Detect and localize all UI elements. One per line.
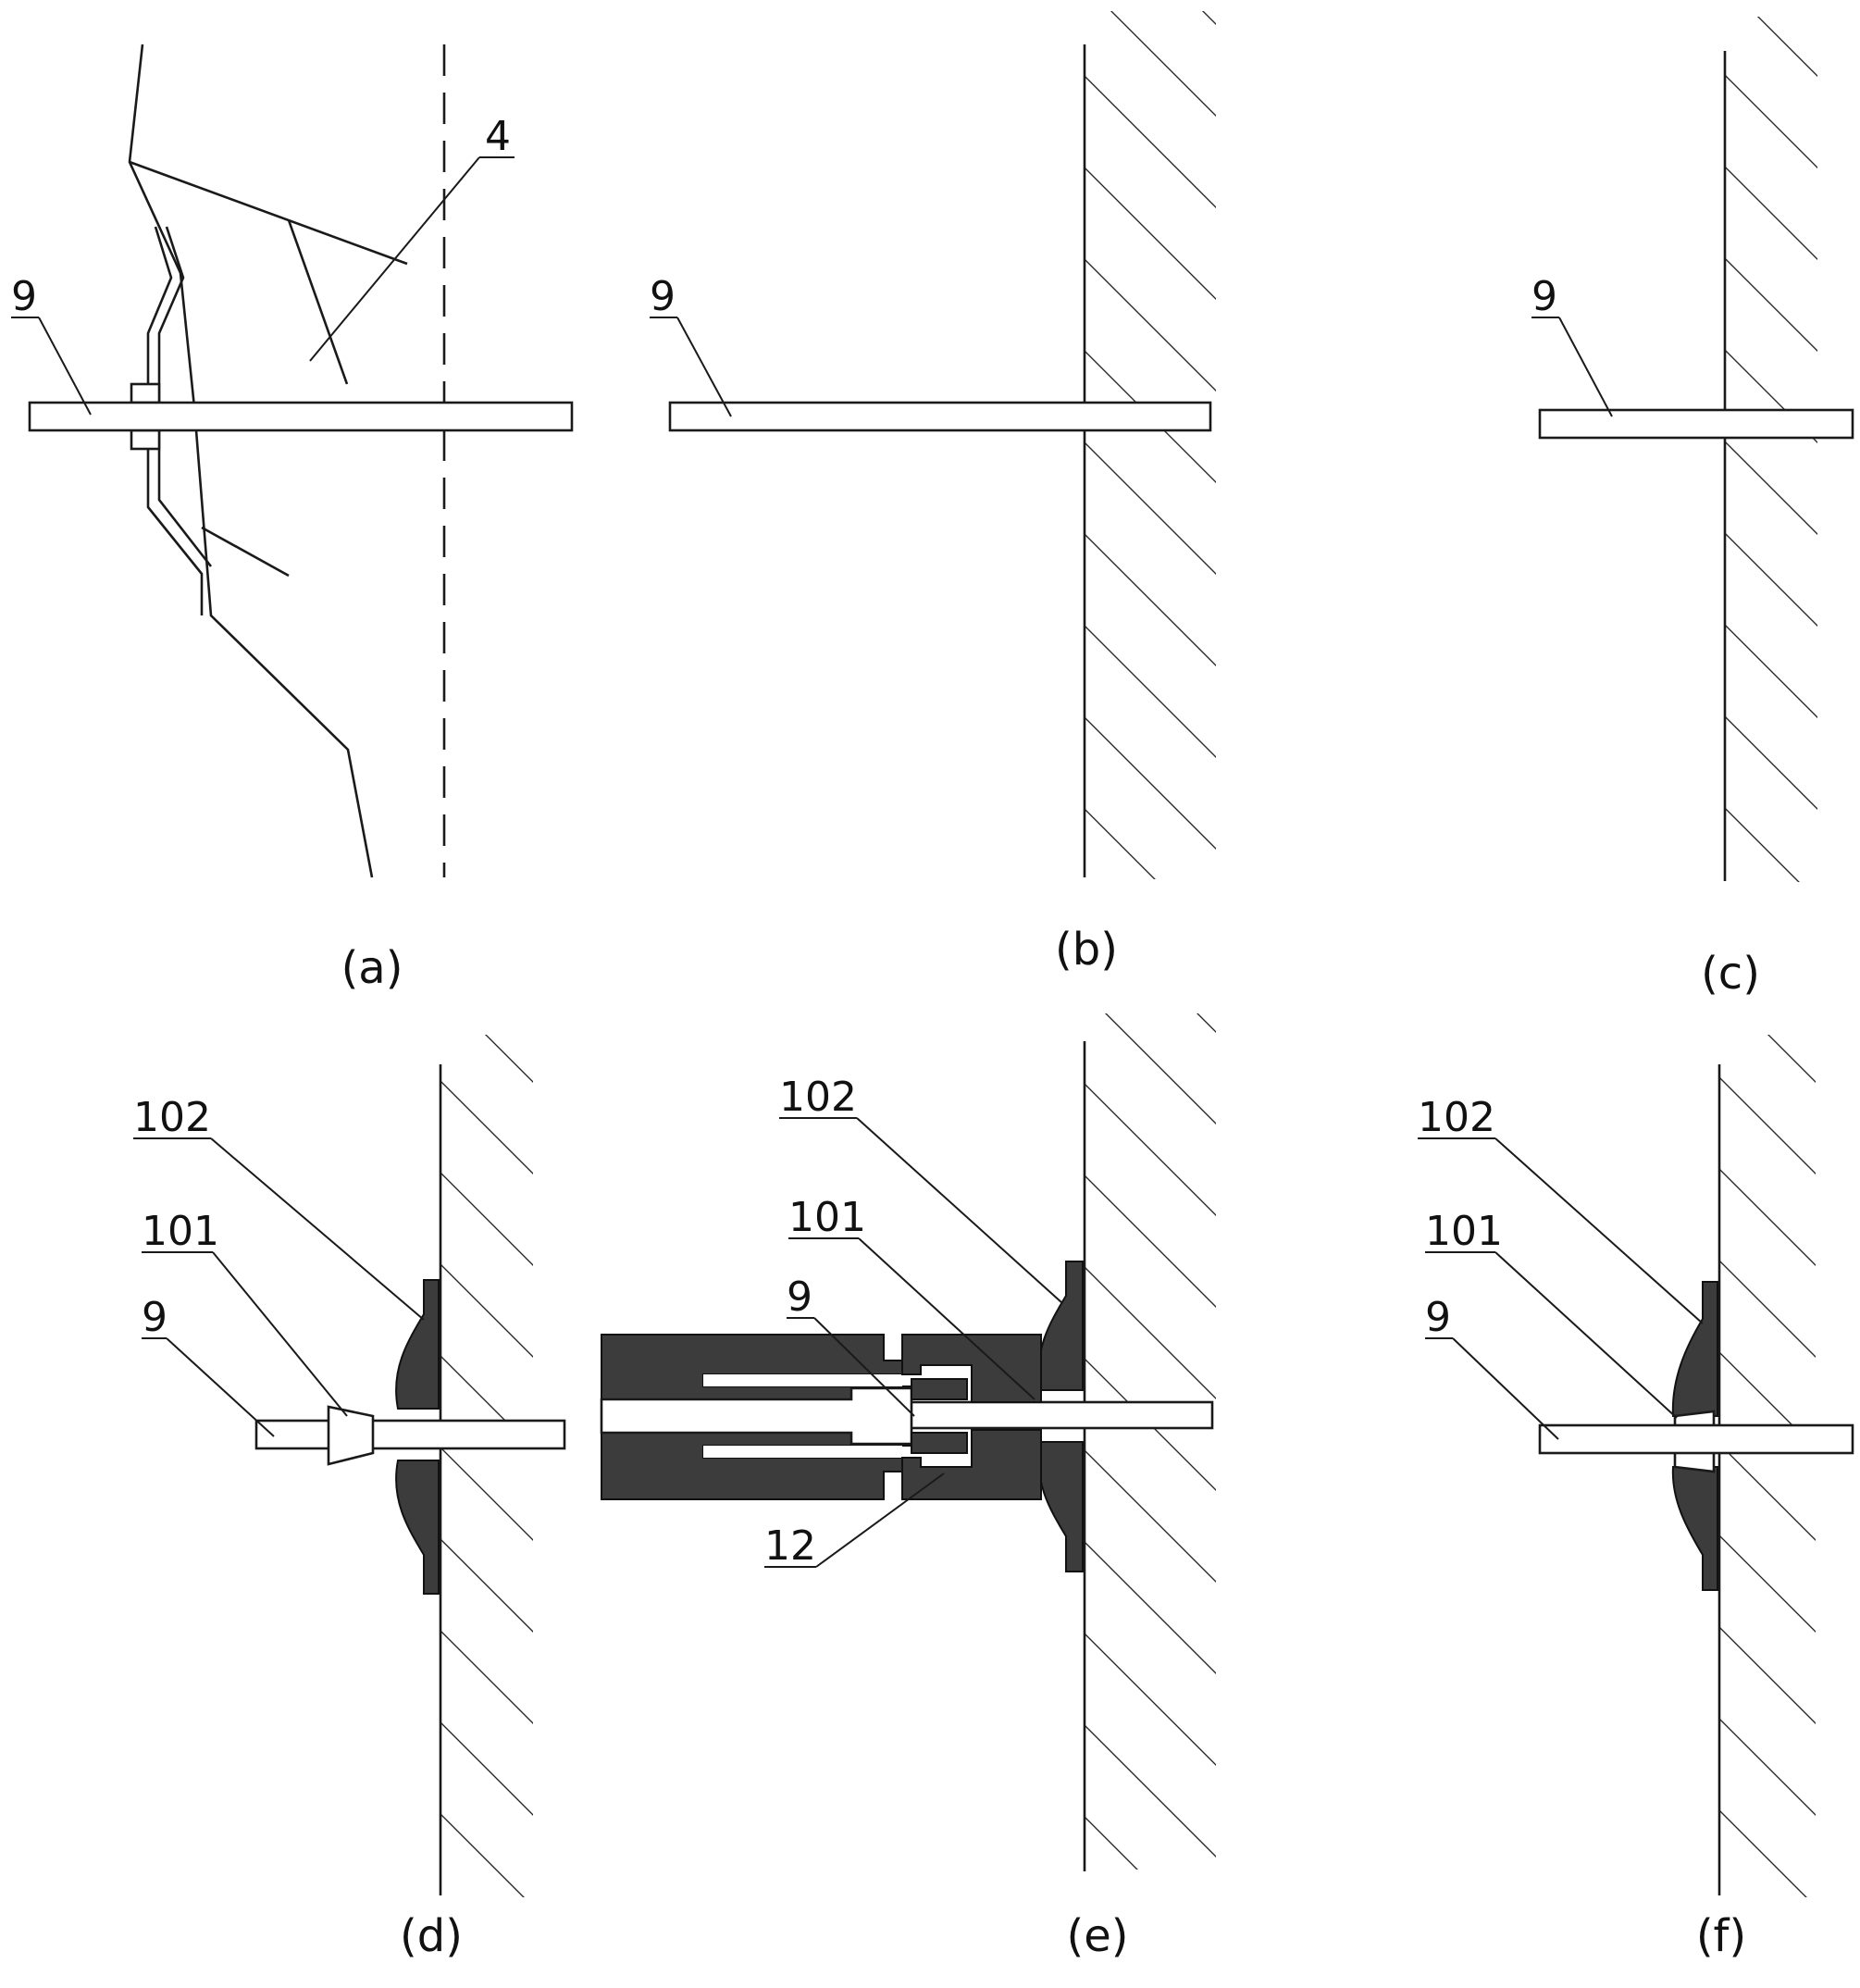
label-9-b: 9 — [650, 273, 676, 320]
label-4-a-leader — [309, 156, 480, 362]
nut-upper-a — [130, 382, 161, 404]
wall-hatch-c — [1725, 17, 1817, 882]
label-9-f: 9 — [1425, 1294, 1451, 1341]
panel-f: 102 101 9 (f) — [1418, 1035, 1854, 1962]
collet-jaw-upper-e — [911, 1378, 968, 1400]
label-9-d-leader — [166, 1337, 275, 1437]
caption-c: (c) — [1701, 948, 1760, 1000]
rod-9-c — [1538, 408, 1854, 440]
interior-line-a — [287, 219, 349, 385]
wall-hatch-f — [1719, 1035, 1816, 1897]
profile-line-a — [128, 43, 374, 878]
label-9-c: 9 — [1531, 273, 1557, 320]
panel-e: 102 101 9 12 (e) — [600, 1013, 1216, 1962]
wall-hatch-b — [1085, 11, 1216, 879]
label-101-d-leader — [212, 1251, 348, 1417]
caption-a: (a) — [341, 942, 403, 994]
washer-102-upper-e — [1037, 1261, 1084, 1391]
washer-102-lower-e — [1037, 1441, 1084, 1572]
label-102-d-leader — [210, 1137, 425, 1321]
plate-stub-a — [201, 526, 290, 578]
label-102-d: 102 — [133, 1094, 211, 1141]
washer-102-upper-d — [395, 1279, 440, 1410]
panel-a: 9 4 (a) — [11, 43, 574, 994]
tool-housing-lower-e — [901, 1429, 1042, 1500]
rod-9-b — [668, 401, 1212, 432]
label-101-d: 101 — [142, 1208, 219, 1255]
nut-lower-a — [130, 429, 161, 451]
label-9-e-leader — [813, 1317, 915, 1417]
washer-102-lower-d — [395, 1460, 440, 1595]
label-9-d: 9 — [142, 1294, 167, 1341]
label-9-c-leader — [1558, 317, 1613, 417]
label-101-e: 101 — [788, 1194, 866, 1241]
label-9-f-leader — [1452, 1337, 1559, 1440]
panel-b: 9 (b) — [650, 11, 1216, 975]
inner-plate-inner-a — [157, 226, 213, 567]
label-9-a: 9 — [11, 273, 37, 320]
label-101-f-leader — [1494, 1251, 1678, 1419]
label-9-a-leader — [38, 317, 92, 416]
caption-e: (e) — [1067, 1910, 1129, 1962]
collet-jaw-lower-e — [911, 1432, 968, 1454]
tool-housing-upper-e — [901, 1334, 1042, 1403]
label-101-f: 101 — [1425, 1208, 1503, 1255]
label-9-e: 9 — [787, 1274, 812, 1321]
rod-9-e — [905, 1400, 1214, 1430]
label-12-e-leader — [815, 1472, 945, 1568]
label-102-e-leader — [856, 1117, 1063, 1304]
label-102-f-leader — [1494, 1137, 1704, 1324]
label-101-e-leader — [858, 1237, 1035, 1400]
wall-hatch-e — [1085, 1013, 1216, 1870]
rod-9-f — [1538, 1423, 1854, 1455]
panel-d: 102 101 9 (d) — [133, 1035, 566, 1962]
label-9-b-leader — [676, 317, 732, 417]
rod-9-a — [28, 401, 574, 432]
caption-f: (f) — [1696, 1910, 1746, 1962]
label-4-a: 4 — [485, 113, 511, 160]
upper-slope-line-a — [129, 160, 408, 266]
tool-slot-upper-e — [703, 1374, 902, 1386]
label-102-f: 102 — [1418, 1094, 1495, 1141]
wedge-101-d — [327, 1405, 375, 1466]
wall-hatch-d — [440, 1035, 533, 1897]
tool-slot-lower-e — [703, 1446, 902, 1458]
label-102-e: 102 — [779, 1074, 857, 1121]
washer-102-lower-f — [1671, 1466, 1718, 1591]
label-12-e: 12 — [764, 1522, 816, 1570]
rod-9-d — [254, 1419, 566, 1450]
panel-c: 9 (c) — [1531, 17, 1854, 1000]
caption-d: (d) — [400, 1910, 463, 1962]
caption-b: (b) — [1055, 924, 1118, 975]
